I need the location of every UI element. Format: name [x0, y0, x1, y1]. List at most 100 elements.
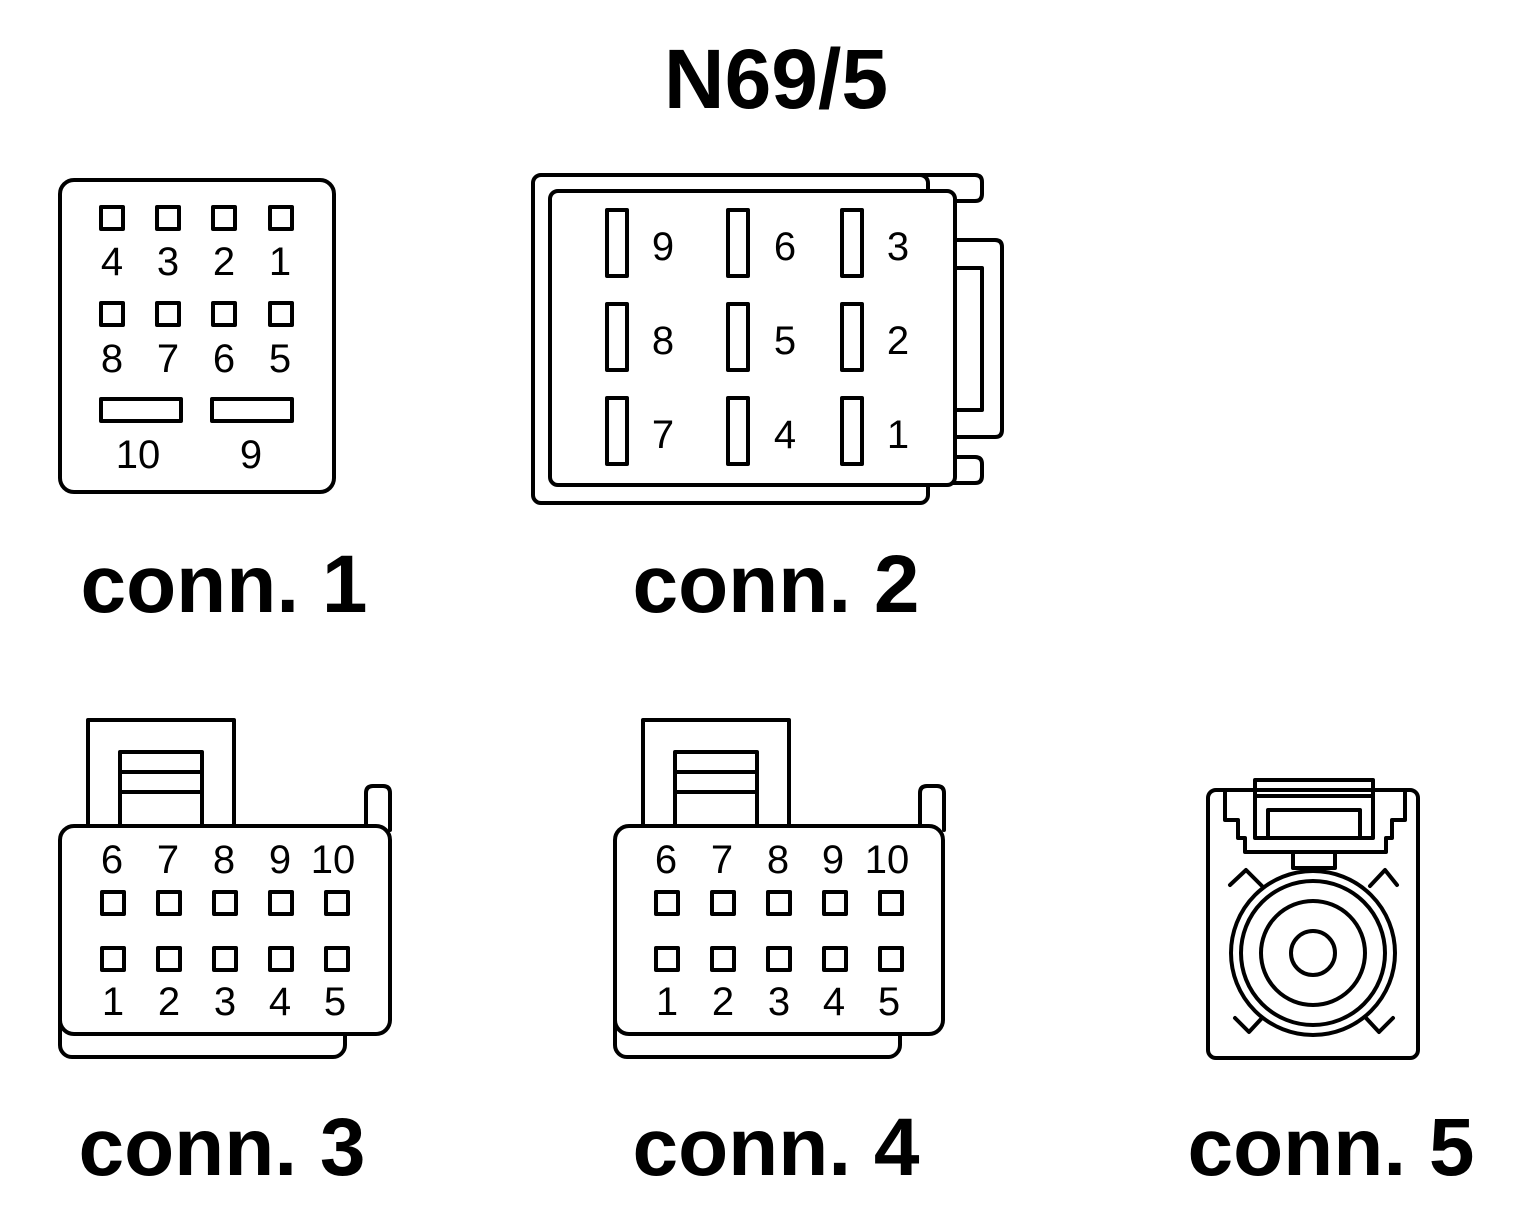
coax-outer-ring: [1229, 869, 1397, 1037]
pin-label: 2: [158, 980, 180, 1024]
pin-label: 5: [774, 319, 796, 363]
pin-label: 9: [822, 838, 844, 882]
pin-socket: [324, 890, 350, 916]
diagram-title: N69/5: [664, 32, 888, 126]
connector-1-caption: conn. 1: [80, 539, 367, 630]
pin-label: 10: [116, 433, 161, 477]
pin-socket: [654, 890, 680, 916]
pin-label: 10: [865, 838, 910, 882]
pin-label: 4: [774, 413, 796, 457]
connector-3-caption: conn. 3: [78, 1102, 365, 1193]
pin-socket: [212, 946, 238, 972]
pin-label: 2: [712, 980, 734, 1024]
pin-socket: [822, 890, 848, 916]
pin-label: 1: [656, 980, 678, 1024]
pin-socket: [100, 890, 126, 916]
pin-label: 3: [768, 980, 790, 1024]
pin-label: 7: [157, 838, 179, 882]
pin-blade: [840, 208, 864, 278]
connector-2-latch: [953, 238, 1004, 439]
pin-label: 1: [887, 413, 909, 457]
pin-label: 3: [214, 980, 236, 1024]
connector-1-housing: [58, 178, 336, 494]
connector-3-tab: [364, 784, 392, 832]
connector-2: 9 6 3 8 5 2 7 4 1: [531, 173, 1004, 505]
pin-blade: [605, 208, 629, 278]
connector-5-latch: [1223, 788, 1407, 854]
pin-socket: [212, 890, 238, 916]
connector-3-housing: [58, 824, 392, 1036]
pin-label: 8: [652, 319, 674, 363]
pin-label: 4: [823, 980, 845, 1024]
pin-socket: [324, 946, 350, 972]
connector-2-caption: conn. 2: [632, 539, 919, 630]
coax-ring: [1259, 899, 1367, 1007]
pin-label: 7: [652, 413, 674, 457]
connector-2-latch-inner: [953, 266, 984, 412]
pin-socket: [156, 890, 182, 916]
pin-socket: [155, 301, 181, 327]
pin-socket: [268, 301, 294, 327]
pin-blade: [726, 302, 750, 372]
pin-socket-wide: [210, 397, 294, 423]
connector-2-tab: [928, 455, 984, 485]
connector-5-key: [1228, 868, 1264, 888]
pin-socket: [878, 890, 904, 916]
pin-socket: [710, 890, 736, 916]
pin-socket: [268, 890, 294, 916]
pin-label: 5: [324, 980, 346, 1024]
pin-label: 2: [887, 319, 909, 363]
pin-socket-wide: [99, 397, 183, 423]
connector-4-latch: [641, 718, 791, 832]
connector-5-caption: conn. 5: [1187, 1102, 1474, 1193]
connector-3: 6 7 8 9 10 1 2 3 4 5: [58, 718, 392, 1059]
pin-label: 8: [101, 337, 123, 381]
pin-socket: [654, 946, 680, 972]
pin-label: 7: [157, 337, 179, 381]
pin-label: 5: [878, 980, 900, 1024]
pin-socket: [268, 205, 294, 231]
pin-label: 5: [269, 337, 291, 381]
pin-label: 6: [774, 225, 796, 269]
pin-label: 2: [213, 240, 235, 284]
connector-4-caption: conn. 4: [632, 1102, 919, 1193]
connector-4-housing: [613, 824, 945, 1036]
pin-socket: [710, 946, 736, 972]
pin-socket: [156, 946, 182, 972]
pin-blade: [726, 396, 750, 466]
pin-socket: [878, 946, 904, 972]
connector-5: [1206, 778, 1420, 1060]
connector-5-key: [1364, 1016, 1395, 1034]
pin-socket: [766, 946, 792, 972]
pin-blade: [605, 302, 629, 372]
pin-label: 3: [157, 240, 179, 284]
pin-label: 4: [101, 240, 123, 284]
pin-label: 1: [269, 240, 291, 284]
pin-label: 9: [269, 838, 291, 882]
pin-label: 9: [240, 433, 262, 477]
pin-socket: [99, 205, 125, 231]
pin-socket: [99, 301, 125, 327]
pin-label: 1: [102, 980, 124, 1024]
pin-label: 6: [655, 838, 677, 882]
connector-5-housing: [1206, 788, 1420, 1060]
pin-label: 8: [213, 838, 235, 882]
pin-label: 7: [711, 838, 733, 882]
pin-blade: [840, 302, 864, 372]
pin-socket: [100, 946, 126, 972]
pin-socket: [211, 205, 237, 231]
coax-center-pin: [1289, 929, 1337, 977]
pin-label: 3: [887, 225, 909, 269]
connector-1: 4 3 2 1 8 7 6 5 10 9: [58, 178, 336, 494]
pin-blade: [605, 396, 629, 466]
pin-blade: [840, 396, 864, 466]
pin-socket: [155, 205, 181, 231]
connector-2-tab: [918, 173, 984, 203]
pin-label: 10: [311, 838, 356, 882]
pin-socket: [766, 890, 792, 916]
pin-label: 9: [652, 225, 674, 269]
connector-5-neck: [1291, 850, 1337, 870]
pin-label: 6: [213, 337, 235, 381]
pin-socket: [268, 946, 294, 972]
